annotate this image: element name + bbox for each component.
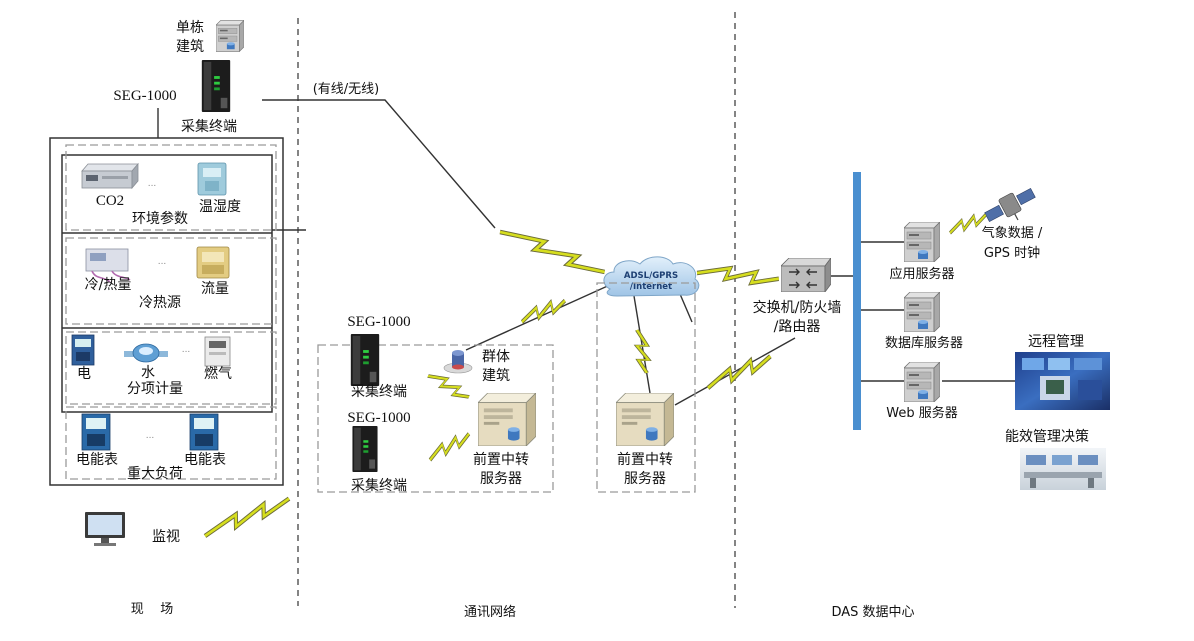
relay-server-2-label-line1: 前置中转 — [617, 451, 673, 468]
group-building-label-line1: 群体 — [482, 349, 510, 365]
cloud-label-line2: /Internet — [630, 282, 672, 292]
collection-terminal-label: 采集终端 — [181, 118, 237, 135]
ellipsis: ... — [182, 345, 191, 355]
heat-cold-source-title: 冷热源 — [139, 295, 181, 311]
control-room-photo — [1015, 352, 1110, 410]
switch-label-line2: /路由器 — [774, 319, 821, 335]
zone-label-datacenter: DAS 数据中心 — [831, 605, 914, 620]
relay-server-1-label-line1: 前置中转 — [473, 451, 529, 468]
water-label: 水 — [141, 365, 155, 381]
switch-label-line1: 交换机/防火墙 — [753, 299, 842, 316]
collection-terminal-icon — [201, 60, 231, 112]
switch-icon — [781, 258, 831, 292]
building-icon — [443, 350, 473, 374]
lightning-icon — [629, 326, 656, 377]
co2-label: CO2 — [96, 193, 124, 209]
cloud-icon — [603, 256, 700, 297]
weather-data-label: 气象数据 / — [982, 225, 1043, 241]
gps-clock-label: GPS 时钟 — [984, 245, 1040, 261]
environment-parameters-title: 环境参数 — [132, 210, 188, 227]
relay-server-1-label-line2: 服务器 — [480, 471, 522, 487]
field-equipment-panel — [49, 137, 284, 486]
lightning-icon — [423, 368, 474, 404]
relay-server-box — [596, 282, 696, 493]
heat-meter-icon — [85, 248, 131, 283]
collection-terminal-icon — [352, 426, 378, 472]
operations-room-photo — [1020, 448, 1106, 490]
terminal-1-model: SEG-1000 — [347, 314, 410, 330]
server-icon — [904, 222, 940, 262]
ellipsis: ... — [148, 179, 157, 189]
lightning-icon — [202, 492, 291, 541]
single-building-label-line1: 单栋 — [176, 19, 204, 36]
gas-meter-icon — [204, 336, 231, 367]
group-building-box — [317, 344, 554, 493]
co2-sensor-icon — [81, 162, 139, 190]
server-icon — [904, 292, 940, 332]
single-building-label-line2: 建筑 — [176, 39, 204, 55]
temperature-humidity-label: 温湿度 — [199, 199, 241, 215]
power-meter-icon — [189, 413, 219, 451]
relay-server-2-label-line2: 服务器 — [624, 471, 666, 487]
ellipsis: ... — [158, 257, 167, 267]
group-building-label-line2: 建筑 — [482, 368, 510, 384]
electricity-meter-icon — [71, 334, 95, 366]
server-icon — [904, 362, 940, 402]
building-icon — [216, 20, 244, 52]
ellipsis: ... — [146, 431, 155, 441]
server-icon — [616, 393, 674, 446]
monitor-icon — [85, 512, 125, 546]
server-bus-bar — [853, 172, 861, 430]
app-server-label: 应用服务器 — [889, 266, 954, 282]
flow-label: 流量 — [201, 281, 229, 297]
connection-lines — [157, 99, 1015, 406]
power-meter-icon — [81, 413, 111, 451]
sub-metering-title: 分项计量 — [127, 381, 183, 397]
terminal-1-label: 采集终端 — [351, 383, 407, 400]
satellite-icon — [984, 187, 1036, 223]
power-meter-label: 电能表 — [76, 452, 118, 468]
lightning-icon — [697, 266, 780, 285]
terminal-2-model: SEG-1000 — [347, 410, 410, 426]
heat-cold-quantity-label: 冷/热量 — [85, 277, 132, 293]
power-meter-label: 电能表 — [184, 452, 226, 468]
flow-meter-icon — [196, 246, 230, 279]
lightning-icon — [424, 427, 474, 466]
electricity-label: 电 — [77, 366, 91, 382]
major-load-title: 重大负荷 — [127, 466, 183, 482]
terminal-2-label: 采集终端 — [351, 477, 407, 494]
zone-label-network: 通讯网络 — [464, 604, 516, 620]
monitor-label: 监视 — [152, 529, 180, 545]
temperature-humidity-sensor-icon — [197, 162, 227, 196]
link-type-label: (有线/无线) — [313, 82, 380, 97]
remote-management-label: 远程管理 — [1028, 334, 1084, 350]
web-server-label: Web 服务器 — [886, 405, 957, 421]
zone-label-site: 现 场 — [131, 602, 174, 617]
energy-decision-label: 能效管理决策 — [1005, 428, 1089, 445]
cloud-label-line1: ADSL/GPRS — [624, 271, 678, 281]
device-model-label: SEG-1000 — [113, 88, 176, 104]
lightning-icon — [498, 225, 607, 277]
server-icon — [478, 393, 536, 446]
database-server-label: 数据库服务器 — [885, 335, 963, 351]
water-meter-icon — [124, 343, 168, 363]
gas-label: 燃气 — [204, 365, 232, 382]
collection-terminal-icon — [350, 334, 380, 386]
